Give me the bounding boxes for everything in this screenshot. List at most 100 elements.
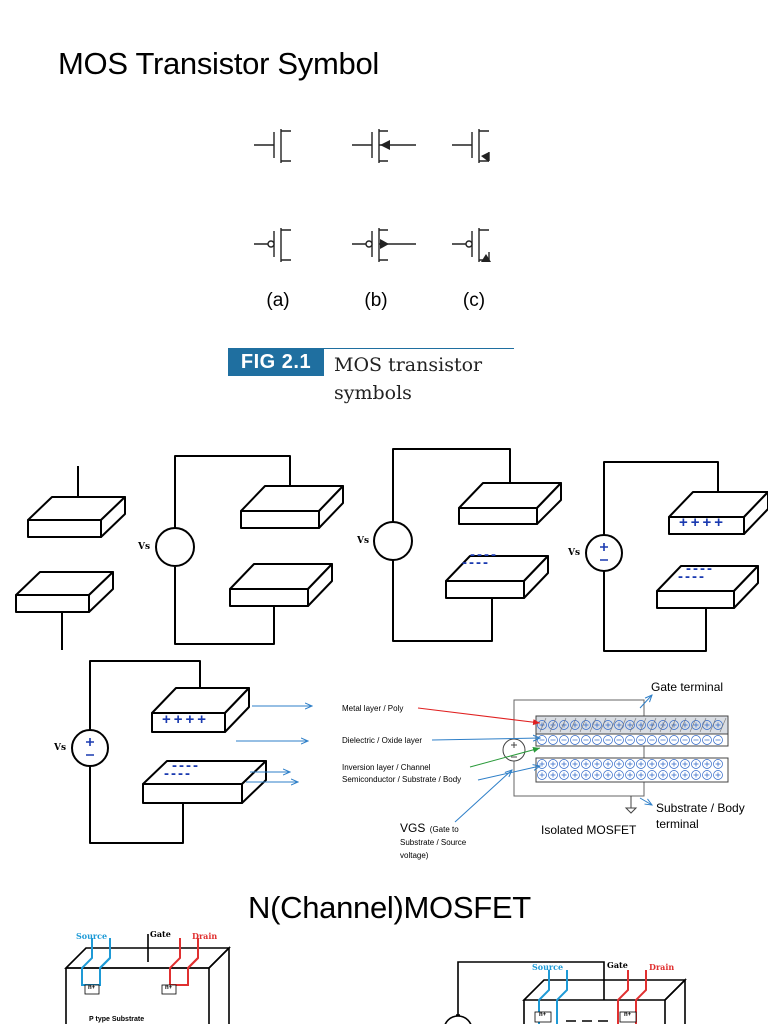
hole-charge-mark	[603, 720, 613, 730]
electron-charge-mark	[647, 735, 657, 745]
charge-sign-mark	[627, 761, 633, 767]
nmos-structure-left	[64, 934, 231, 1024]
hole-charge-mark	[680, 770, 690, 780]
electron-charge-mark	[636, 735, 646, 745]
label-drain-right: Drain	[649, 962, 675, 972]
hole-charge-mark	[702, 759, 712, 769]
vs-label-3: Vs	[568, 548, 581, 558]
charge-sign-mark	[671, 761, 677, 767]
vs-label-1: Vs	[138, 542, 151, 552]
charge-sign-mark	[704, 722, 710, 728]
positive-charges-panel5: ++++	[162, 711, 210, 728]
charge-sign-mark	[594, 772, 600, 778]
charge-sign-mark	[550, 761, 556, 767]
symbol-label-a: (a)	[266, 290, 290, 311]
charge-sign-mark	[561, 772, 567, 778]
charge-sign-mark	[715, 761, 721, 767]
charge-sign-mark	[715, 772, 721, 778]
hole-charge-mark	[559, 720, 569, 730]
label-dielectric: Dielectric / Oxide layer	[342, 736, 423, 745]
nmos-structure-right	[444, 961, 687, 1024]
nmos-symbol-c	[452, 129, 490, 163]
charge-sign-mark	[682, 772, 688, 778]
electron-charge-mark	[625, 735, 635, 745]
charge-sign-mark	[572, 722, 578, 728]
hole-charge-mark	[581, 770, 591, 780]
figure-caption: MOS transistor symbols	[334, 354, 483, 404]
hole-charge-mark	[537, 759, 547, 769]
hole-charge-mark	[614, 759, 624, 769]
hole-charge-mark	[647, 770, 657, 780]
hole-charge-mark	[669, 720, 679, 730]
circuit-vs-1	[155, 455, 344, 645]
label-nplus-drain-left: n+	[165, 985, 173, 991]
pmos-symbol-b	[352, 228, 416, 262]
charge-sign-mark	[583, 761, 589, 767]
hole-charge-mark	[658, 759, 668, 769]
hole-charge-mark	[669, 759, 679, 769]
electron-charge-mark	[658, 735, 668, 745]
figure-rule	[228, 348, 514, 349]
charge-sign-mark	[682, 761, 688, 767]
electron-charge-mark	[581, 735, 591, 745]
negative-charges-panel3: --------	[462, 546, 498, 571]
hole-charge-mark	[647, 759, 657, 769]
charge-sign-mark	[693, 772, 699, 778]
circuit-vs-2	[373, 448, 562, 642]
charge-sign-mark	[627, 722, 633, 728]
hole-charge-mark	[713, 720, 723, 730]
hole-charge-mark	[680, 759, 690, 769]
isolated-mosfet-drawing	[502, 699, 729, 814]
label-drain-left: Drain	[192, 931, 218, 941]
hole-charge-mark	[647, 720, 657, 730]
pmos-symbol-c	[452, 228, 490, 262]
charge-sign-mark	[715, 722, 721, 728]
charge-sign-mark	[616, 761, 622, 767]
electron-charge-mark	[559, 735, 569, 745]
label-gate-right: Gate	[607, 960, 628, 970]
negative-charges-panel5: --------	[164, 757, 200, 782]
label-source-right: Source	[532, 962, 564, 972]
nmos-symbol-b	[352, 129, 416, 163]
hole-charge-mark	[614, 770, 624, 780]
positive-charges-top: ++++	[679, 514, 727, 531]
charge-sign-mark	[660, 772, 666, 778]
symbol-label-c: (c)	[462, 290, 486, 311]
figure-badge: FIG 2.1	[228, 348, 324, 376]
electron-charge-mark	[592, 735, 602, 745]
vs-label-4: Vs	[54, 743, 67, 753]
electron-charge-mark	[713, 735, 723, 745]
electron-charge-mark	[702, 735, 712, 745]
hole-charge-mark	[702, 720, 712, 730]
label-metal-layer: Metal layer / Poly	[342, 704, 404, 713]
electron-charge-mark	[680, 735, 690, 745]
charge-sign-mark	[594, 761, 600, 767]
plates-no-voltage	[15, 466, 126, 650]
nmos-symbol-a	[254, 129, 291, 163]
charge-sign-mark	[660, 761, 666, 767]
charge-sign-mark	[704, 772, 710, 778]
slide-title: MOS Transistor Symbol	[58, 46, 380, 81]
hole-charge-mark	[603, 770, 613, 780]
label-source-left: Source	[76, 931, 108, 941]
charge-sign-mark	[561, 761, 567, 767]
charge-sign-mark	[605, 722, 611, 728]
pmos-symbol-a	[254, 228, 291, 262]
hole-charge-mark	[570, 759, 580, 769]
charge-sign-mark	[605, 772, 611, 778]
hole-charge-mark	[592, 720, 602, 730]
hole-charge-mark	[614, 720, 624, 730]
charge-sign-mark	[539, 772, 545, 778]
charge-sign-mark	[572, 772, 578, 778]
negative-charges-panel4: --------	[678, 560, 714, 585]
label-gate-left: Gate	[150, 929, 171, 939]
label-p-substrate: P type Substrate	[89, 1016, 145, 1023]
charge-sign-mark	[616, 722, 622, 728]
charge-sign-mark	[583, 722, 589, 728]
charge-sign-mark	[638, 761, 644, 767]
hole-charge-mark	[625, 720, 635, 730]
hole-charge-mark	[691, 759, 701, 769]
charge-sign-mark	[583, 772, 589, 778]
hole-charge-mark	[691, 770, 701, 780]
